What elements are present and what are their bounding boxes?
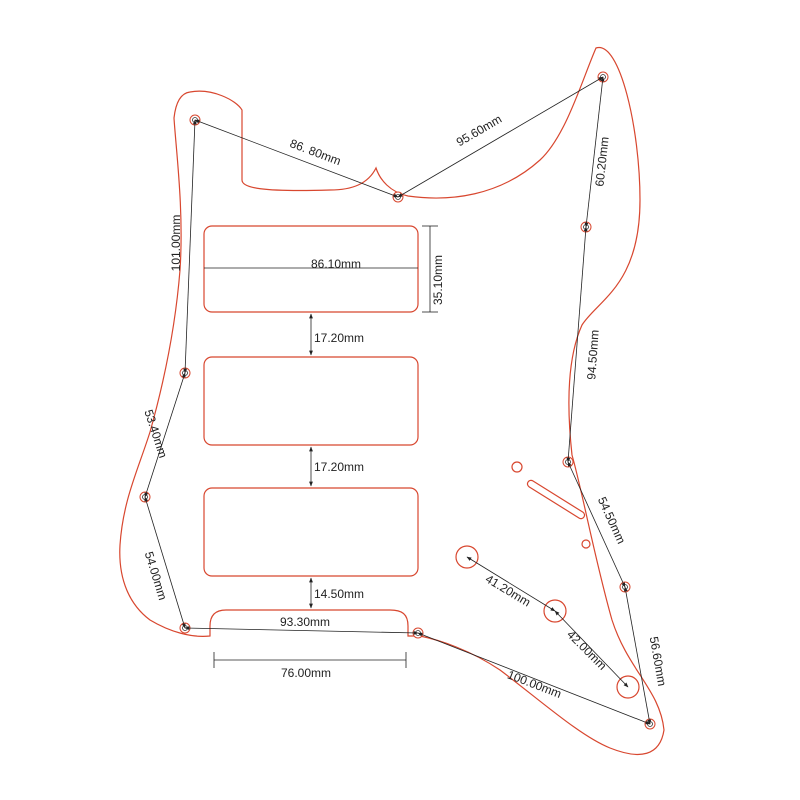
label-right-lower: 54.50mm — [595, 495, 628, 546]
small-hole-left — [511, 461, 523, 473]
pickup-cavity-neck — [203, 225, 419, 313]
dim-line-left-middle — [144, 372, 186, 498]
label-left-middle: 53.40mm — [141, 408, 170, 460]
label-pickup-to-bottom: 14.50mm — [314, 587, 364, 601]
label-bottom-slot: 76.00mm — [281, 666, 331, 680]
dim-line-bottom-long — [417, 632, 651, 725]
label-pickup-width: 86.10mm — [311, 257, 361, 271]
pickup-cavity-bridge — [203, 487, 419, 577]
dim-line-knob-2-3 — [554, 610, 629, 688]
dim-line-left-upper — [183, 119, 197, 374]
dim-line-bottom-screws — [184, 626, 419, 635]
dim-line-right-bottom — [623, 586, 652, 725]
label-bottom-screws: 93.30mm — [280, 615, 330, 629]
label-top-right: 95.60mm — [454, 112, 504, 149]
label-pickup-gap-1: 17.20mm — [314, 331, 364, 345]
label-knob-2-3: 42.00mm — [564, 628, 609, 673]
label-bottom-long: 100.00mm — [505, 668, 563, 701]
label-pickup-gap-2: 17.20mm — [314, 460, 364, 474]
pickguard-outline — [119, 47, 665, 756]
label-top-left: 86. 80mm — [288, 136, 343, 168]
dim-line-right-middle — [566, 226, 588, 463]
label-right-middle: 94.50mm — [584, 329, 601, 380]
label-right-bottom: 56.60mm — [647, 635, 669, 687]
label-pickup-height: 35.10mm — [431, 255, 445, 305]
label-right-upper: 60.20mm — [592, 136, 611, 187]
dim-line-top-right — [397, 76, 604, 198]
dim-line-left-lower — [144, 496, 186, 629]
label-left-lower: 54.00mm — [142, 550, 170, 602]
dim-line-top-left — [194, 119, 399, 198]
switch-slot — [526, 479, 586, 520]
dim-line-knob-1-2 — [466, 556, 556, 612]
pickup-cavity-middle — [203, 356, 419, 446]
dim-line-right-lower — [567, 461, 626, 588]
label-left-upper: 101.00mm — [169, 215, 183, 272]
small-hole-right — [581, 539, 591, 549]
label-knob-1-2: 41.20mm — [483, 572, 533, 610]
dim-line-right-upper — [584, 76, 605, 228]
